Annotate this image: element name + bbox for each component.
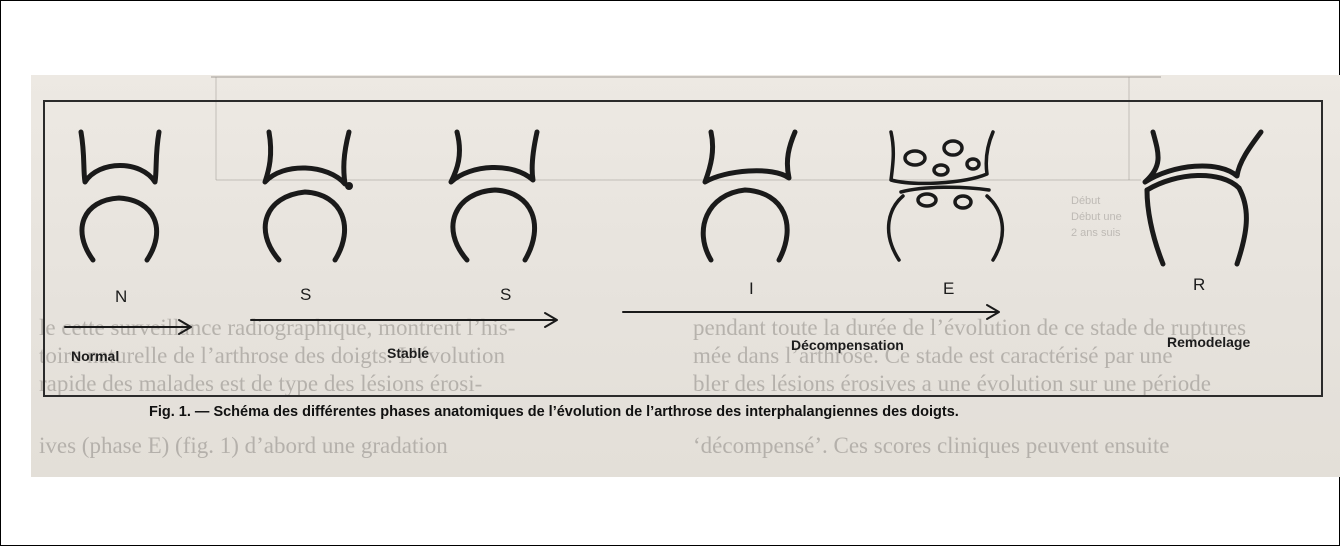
stage-letter-i: I [749, 279, 754, 299]
joint-stable-2 [451, 132, 537, 260]
joint-i [703, 132, 795, 260]
joint-stable-1 [265, 132, 353, 260]
phase-label-remodelage: Remodelage [1167, 334, 1250, 350]
stage-letter-e: E [943, 279, 954, 299]
phase-label-decompensation: Décompensation [791, 337, 904, 353]
joint-e [889, 132, 1003, 260]
phase-arrows [65, 305, 999, 334]
figure-caption: Fig. 1. — Schéma des différentes phases … [149, 404, 959, 420]
stage-letter-n: N [115, 287, 127, 307]
phase-label-stable: Stable [387, 345, 429, 361]
stage-letter-s1: S [300, 285, 311, 305]
phase-label-normal: Normal [71, 348, 119, 364]
stage-letter-s2: S [500, 285, 511, 305]
joint-diagram [43, 100, 1323, 397]
ghost-right-line-4: ‘décompensé’. Ces scores cliniques peuve… [693, 433, 1169, 459]
stage-letter-r: R [1193, 275, 1205, 295]
joint-r [1145, 132, 1261, 264]
ghost-left-line-4: ives (phase E) (fig. 1) d’abord une grad… [39, 433, 448, 459]
joint-normal [81, 132, 159, 260]
